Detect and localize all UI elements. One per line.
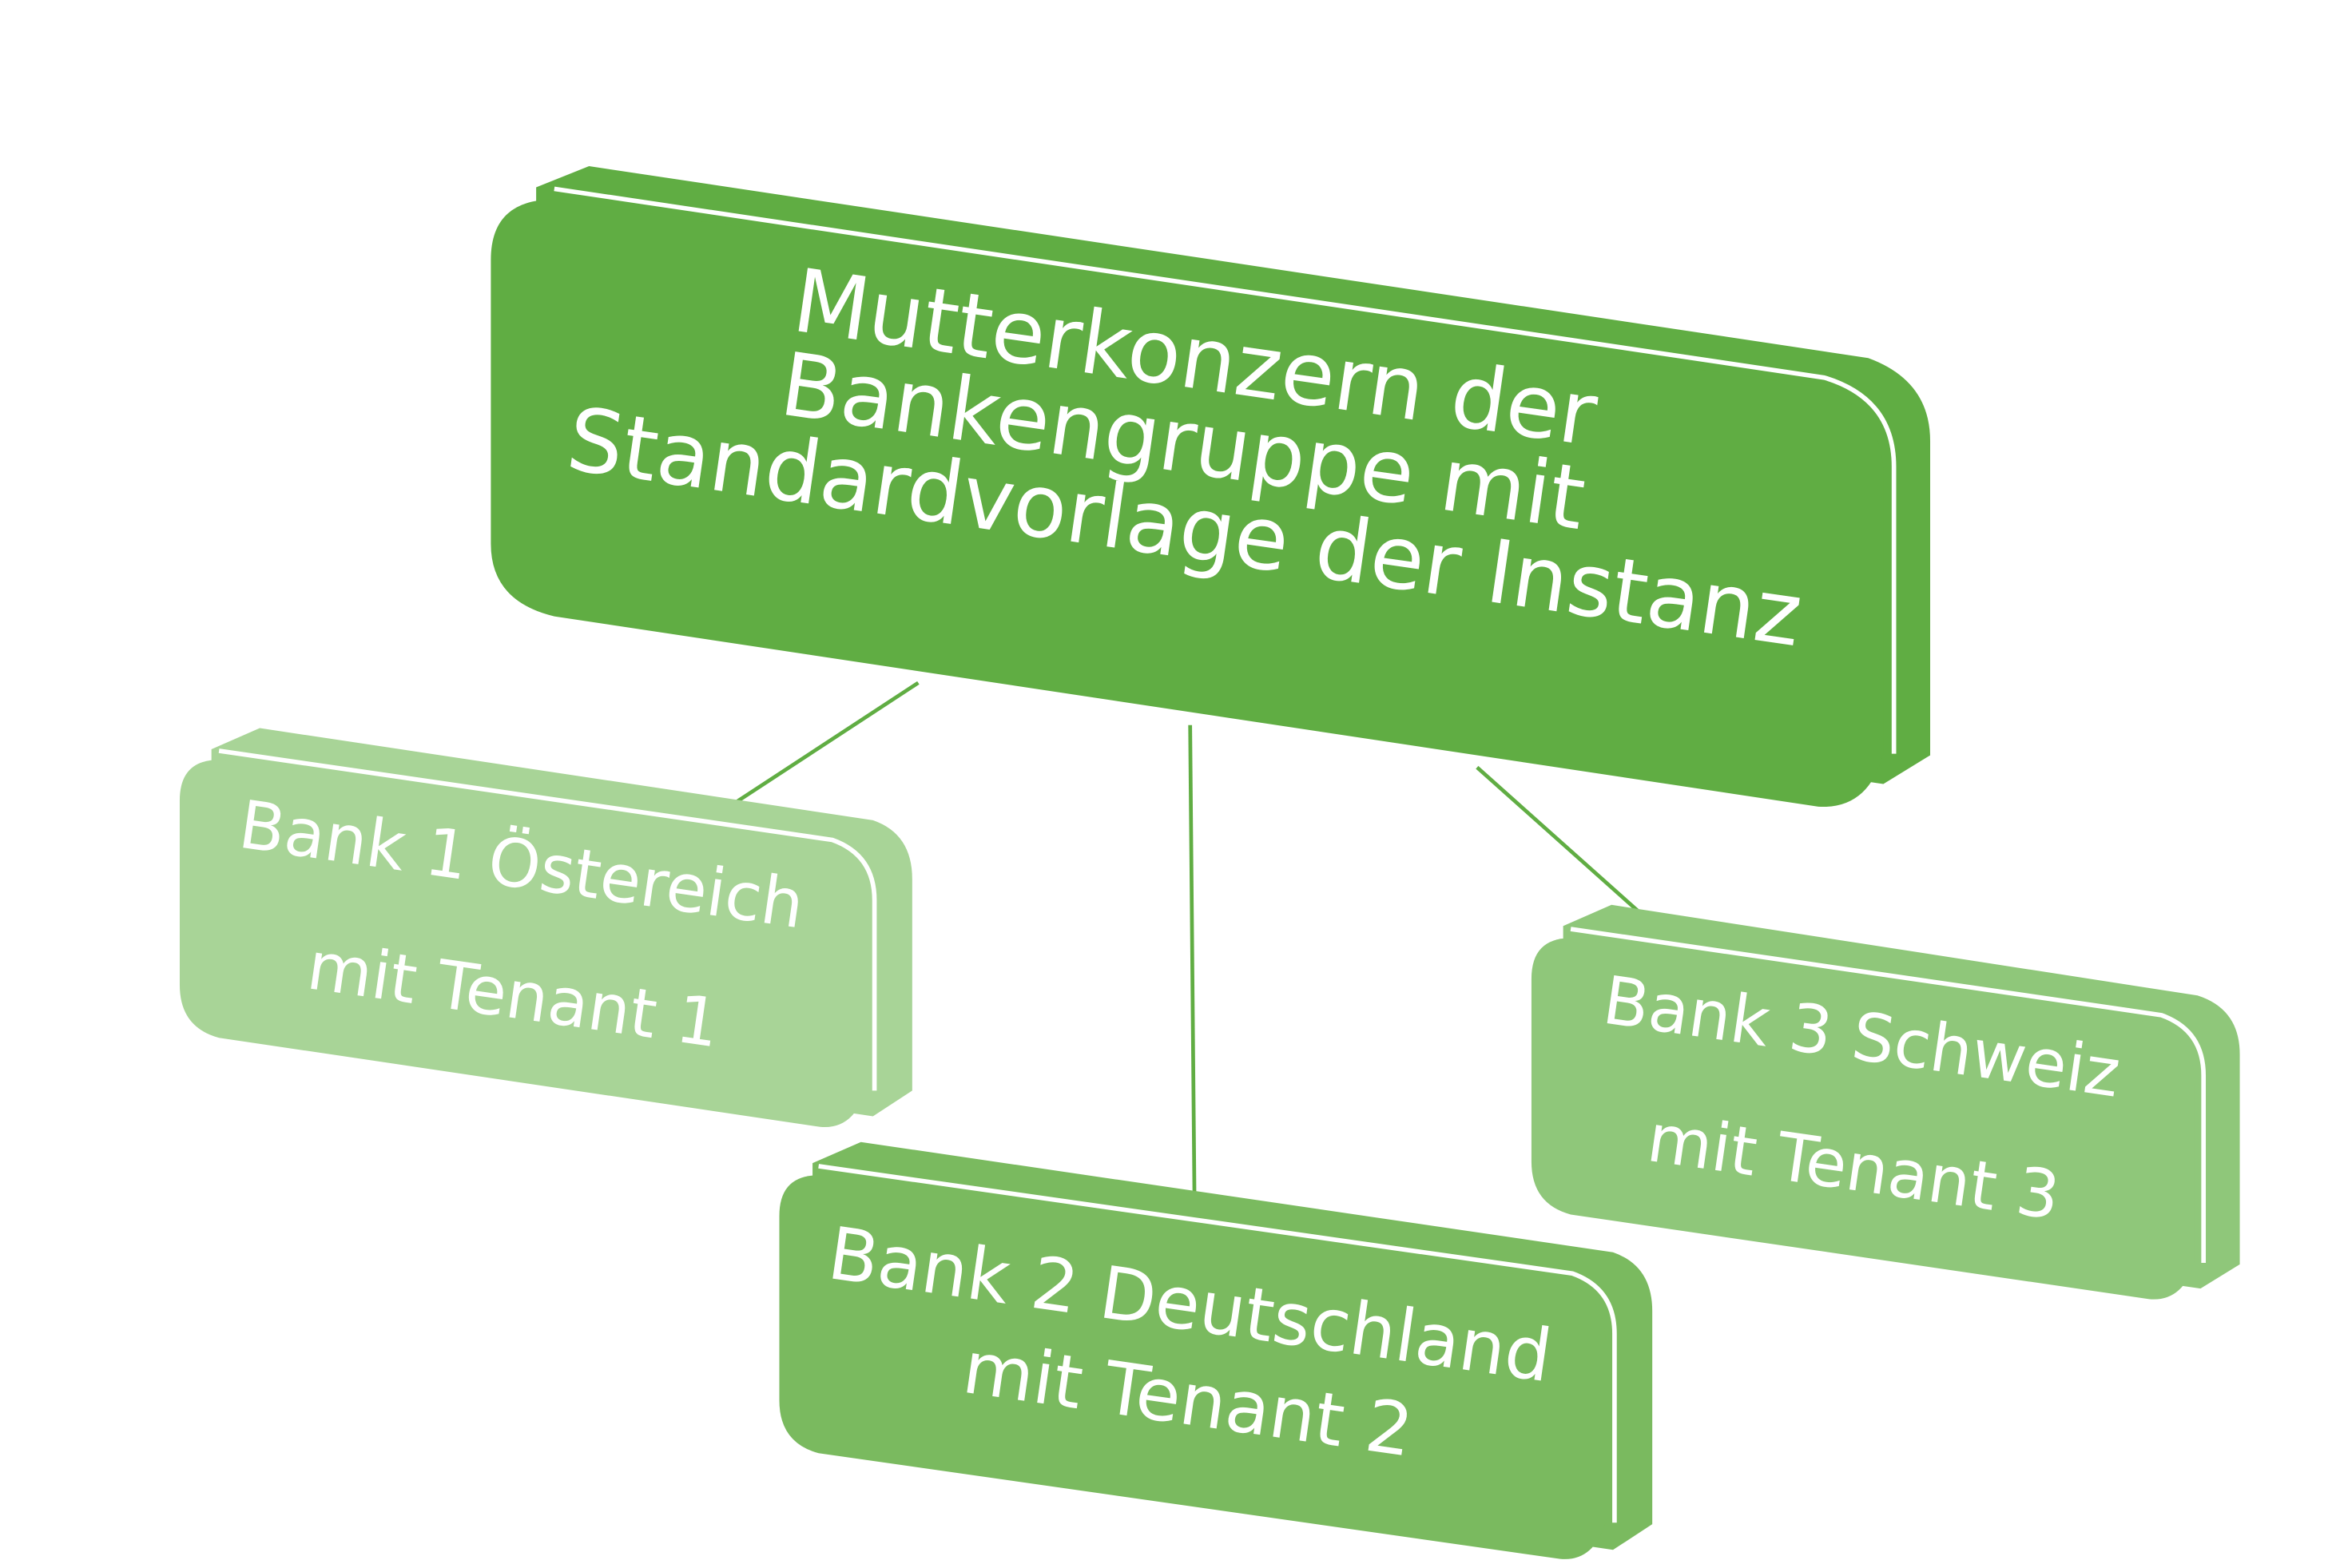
connector-root-bank1: [702, 681, 920, 825]
bank1-node[interactable]: Bank 1 Östereich mit Tenant 1: [179, 728, 912, 1128]
root-box-highlight: [554, 186, 1897, 754]
bank1-box: [179, 760, 866, 1128]
bank3-node[interactable]: Bank 3 Schweiz mit Tenant 3: [1531, 904, 2240, 1300]
bank3-box: [1531, 938, 2195, 1300]
connector-root-bank2: [1188, 724, 1197, 1221]
bank1-box-highlight: [218, 748, 877, 1091]
bank2-box: [779, 1175, 1606, 1559]
bank2-node[interactable]: Bank 2 Deutschland mit Tenant 2: [779, 1141, 1653, 1559]
bank2-box-highlight: [818, 1164, 1617, 1523]
root-node[interactable]: Mutterkonzern der Bankengruppe mit Stand…: [491, 166, 1931, 808]
root-box: [491, 199, 1884, 808]
bank3-box-highlight: [1570, 927, 2207, 1263]
